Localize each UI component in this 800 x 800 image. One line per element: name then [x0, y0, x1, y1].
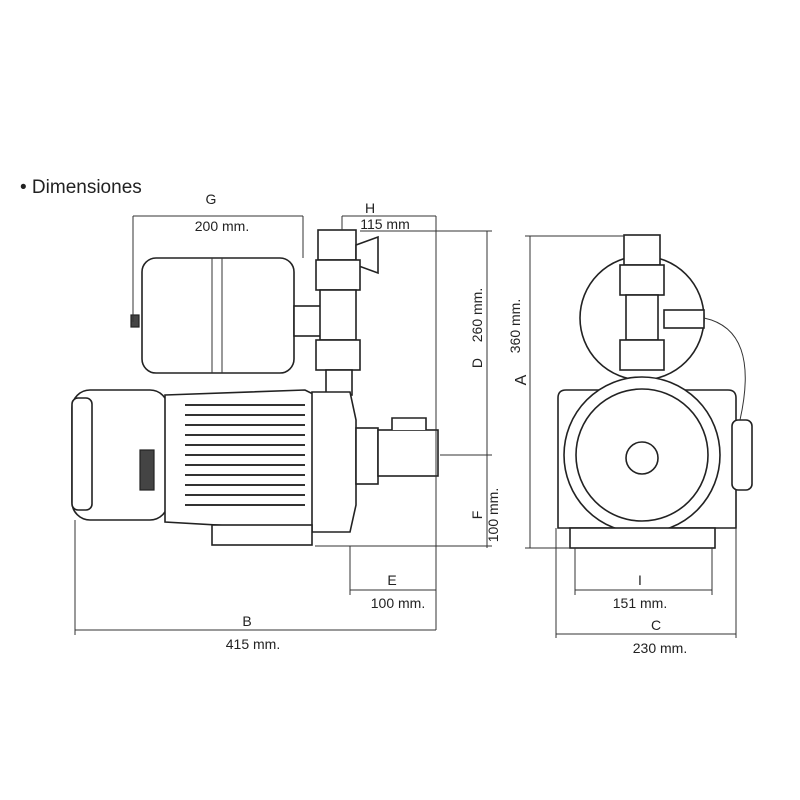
dim-c-value: 230 mm.	[633, 640, 687, 656]
motor-body	[164, 389, 316, 531]
dim-g-value: 200 mm.	[195, 218, 249, 234]
dim-f-value: 100 mm.	[485, 488, 501, 542]
dim-i-letter: I	[638, 572, 642, 588]
outlet-valve	[377, 429, 439, 477]
dim-e-value: 100 mm.	[371, 595, 425, 611]
top-valve	[317, 229, 357, 261]
dim-d-value: 260 mm.	[469, 288, 485, 342]
dim-a-value: 360 mm.	[507, 299, 523, 353]
dimension-lines	[74, 215, 737, 638]
dim-a-letter: A	[513, 374, 530, 385]
section-title: • Dimensiones	[20, 177, 142, 198]
dim-f-letter: F	[469, 511, 485, 520]
dim-h-value: 115 mm	[360, 216, 410, 232]
pump-head	[311, 391, 357, 533]
expansion-tank	[141, 257, 295, 374]
dim-c-letter: C	[651, 617, 661, 633]
dim-i-value: 151 mm.	[613, 595, 667, 611]
dim-e-letter: E	[387, 572, 396, 588]
dim-d-letter: D	[469, 358, 485, 368]
front-base	[569, 527, 716, 549]
dim-g-letter: G	[206, 191, 217, 207]
pump-side-view	[71, 229, 439, 546]
pump-base	[211, 524, 313, 546]
dim-b-letter: B	[242, 613, 251, 629]
dim-h-letter: H	[365, 200, 375, 216]
pump-front-view	[557, 234, 753, 549]
dim-b-value: 415 mm.	[226, 636, 280, 652]
